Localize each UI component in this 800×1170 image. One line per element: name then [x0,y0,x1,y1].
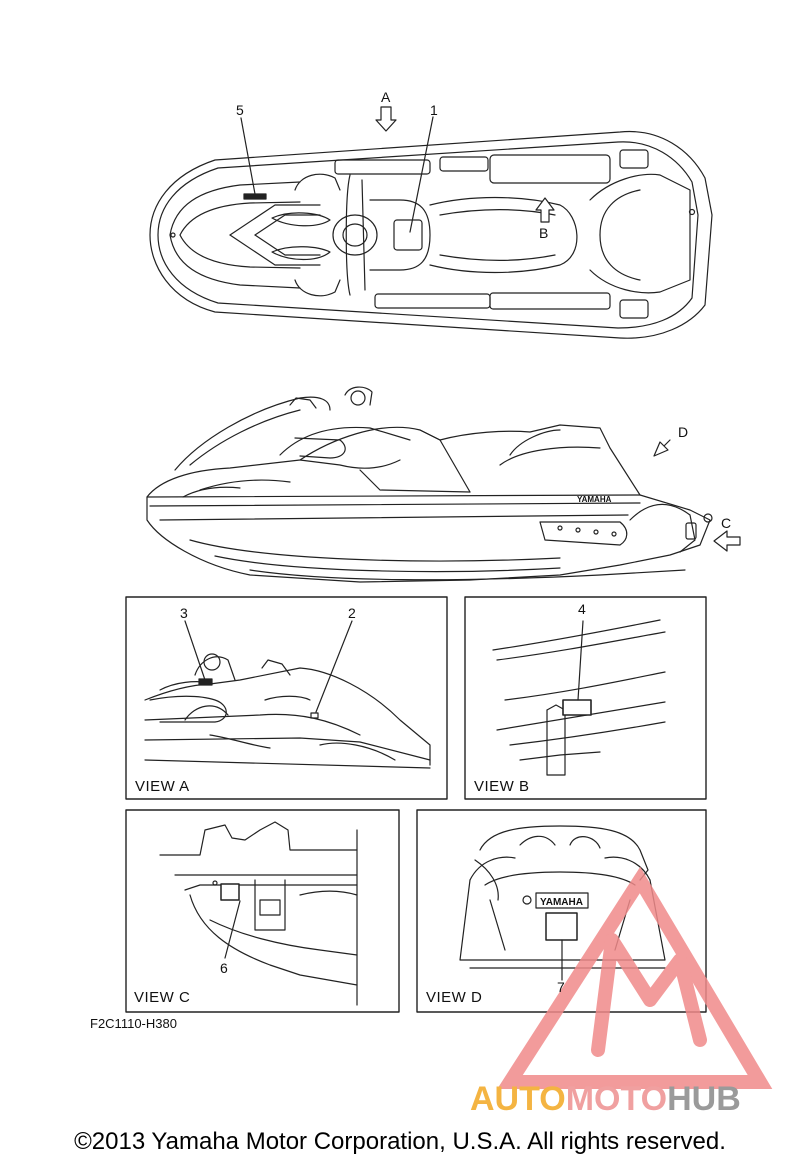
watermark-hub: HUB [667,1080,741,1118]
top-view-watercraft [149,106,713,339]
callout-7: 7 [557,979,565,995]
callout-4: 4 [578,601,586,617]
view-a-panel [125,596,448,800]
view-marker-d: D [678,424,688,440]
part-code: F2C1110-H380 [90,1016,177,1031]
callout-2: 2 [348,605,356,621]
view-c-panel [125,809,400,1013]
watermark-logo [497,866,773,1089]
view-d-brand-text: YAMAHA [540,897,583,908]
watermark-moto: MOTO [565,1080,668,1118]
callout-5: 5 [236,102,244,118]
callout-3: 3 [180,605,188,621]
copyright-notice: ©2013 Yamaha Motor Corporation, U.S.A. A… [74,1128,726,1155]
side-view-watercraft: YAMAHA [146,386,741,583]
watermark-auto: AUTO [470,1080,566,1118]
view-marker-a: A [381,89,391,105]
view-a-label: VIEW A [135,778,190,795]
view-marker-c: C [721,515,731,531]
callout-6: 6 [220,960,228,976]
view-d-label: VIEW D [426,989,482,1006]
view-b-label: VIEW B [474,778,530,795]
view-b-panel [464,596,707,800]
watermark-text: AUTOMOTOHUB [470,1080,741,1119]
hull-brand-text: YAMAHA [577,495,612,504]
view-marker-b: B [539,225,548,241]
view-c-label: VIEW C [134,989,190,1006]
callout-1: 1 [430,102,438,118]
